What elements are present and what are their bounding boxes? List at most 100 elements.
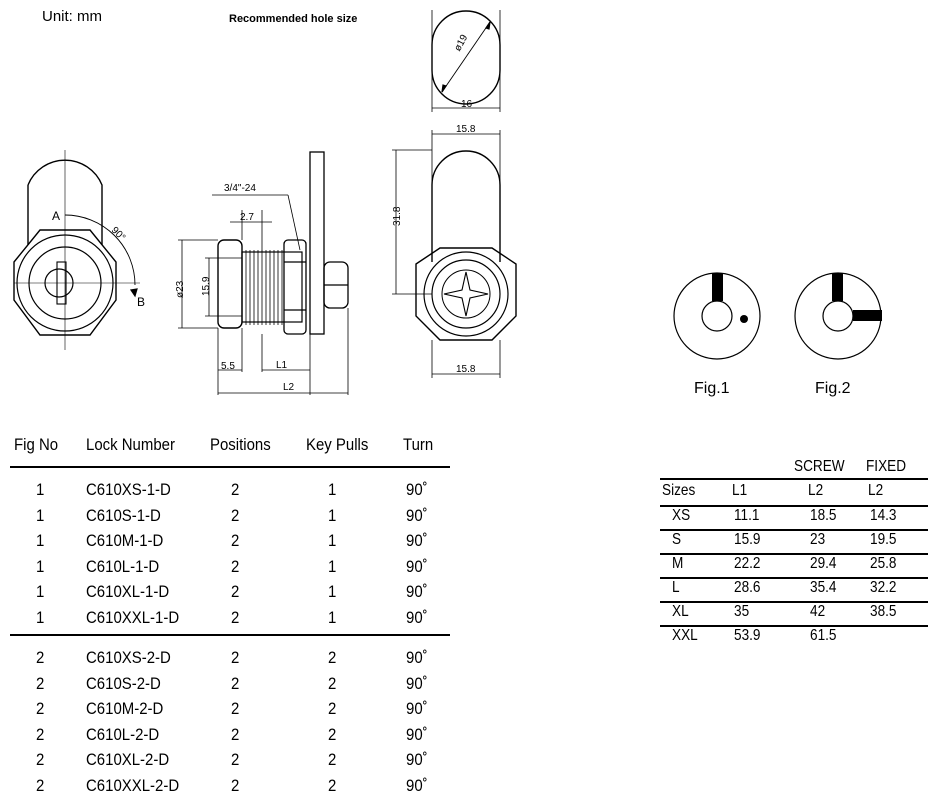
recommended-hole-label: Recommended hole size [229, 13, 358, 25]
fixed-header: FIXED [866, 458, 907, 475]
size-table-row-line [660, 625, 928, 627]
lock-number-cell: C610S-2-D [86, 673, 161, 693]
label-a: A [52, 209, 60, 223]
dim-l1-text: L1 [276, 360, 288, 371]
table-group-divider [10, 634, 450, 636]
lock-number-cell: C610M-2-D [86, 699, 164, 718]
l1-cell: 15.9 [734, 531, 761, 548]
l2-screw-cell: 42 [810, 603, 826, 620]
l2-screw-cell: 29.4 [810, 555, 837, 572]
key-pulls-cell: 1 [328, 607, 337, 627]
positions-cell: 2 [231, 582, 240, 601]
header-turn: Turn [403, 435, 434, 454]
fig1-label: Fig.1 [694, 380, 730, 397]
header-lock-number: Lock Number [86, 435, 175, 454]
lock-number-cell: C610XXL-1-D [86, 607, 180, 627]
lock-number-cell: C610XS-1-D [86, 480, 171, 499]
fig-no-cell: 1 [36, 607, 45, 627]
fig-no-cell: 2 [36, 775, 45, 795]
key-pulls-cell: 1 [328, 505, 337, 525]
size-cell: S [672, 531, 682, 548]
size-table-top-line [660, 478, 928, 480]
fig-no-cell: 1 [36, 582, 45, 601]
l1-cell: 28.6 [734, 579, 761, 596]
turn-cell: 90˚ [406, 531, 428, 550]
screw-header: SCREW [794, 458, 845, 475]
fig-no-cell: 2 [36, 673, 45, 693]
turn-cell: 90˚ [406, 775, 428, 795]
side-view: 3/4"-24 2.7 ø23 15.9 5.5 L1 L2 [175, 151, 349, 395]
l1-header: L1 [732, 482, 748, 499]
turn-cell: 90˚ [406, 724, 428, 744]
lock-number-cell: C610L-1-D [86, 556, 160, 576]
turn-cell: 90˚ [406, 673, 428, 693]
fig2-diagram [794, 272, 882, 360]
size-cell: XS [672, 507, 691, 524]
lock-number-cell: C610XS-2-D [86, 648, 171, 667]
width-15-8-bottom-text: 15.8 [456, 364, 476, 375]
fig-no-cell: 1 [36, 505, 45, 525]
l1-cell: 35 [734, 603, 750, 620]
key-pulls-cell: 1 [328, 480, 337, 499]
height-31-8-text: 31.8 [392, 206, 403, 226]
key-pulls-cell: 2 [328, 699, 337, 718]
positions-cell: 2 [231, 648, 240, 667]
l1-cell: 11.1 [734, 507, 760, 524]
positions-cell: 2 [231, 556, 240, 576]
header-positions: Positions [210, 435, 271, 454]
size-table-row-line [660, 553, 928, 555]
l2-fixed-cell: 32.2 [870, 579, 897, 596]
turn-cell: 90˚ [406, 480, 428, 499]
key-pulls-cell: 2 [328, 673, 337, 693]
key-pulls-cell: 1 [328, 556, 337, 576]
lock-number-cell: C610S-1-D [86, 505, 161, 525]
back-view: 15.8 31.8 15.8 [392, 124, 517, 378]
positions-cell: 2 [231, 505, 240, 525]
positions-cell: 2 [231, 673, 240, 693]
l2-fixed-cell: 38.5 [870, 603, 897, 620]
key-pulls-cell: 2 [328, 775, 337, 795]
l2-screw-cell: 35.4 [810, 579, 837, 596]
l2-screw-header: L2 [808, 482, 824, 499]
lock-number-cell: C610M-1-D [86, 531, 164, 550]
l2-fixed-cell: 19.5 [870, 531, 897, 548]
turn-cell: 90˚ [406, 699, 428, 718]
width-15-8-top-text: 15.8 [456, 124, 476, 135]
sizes-header: Sizes [662, 482, 696, 499]
unit-label: Unit: mm [42, 8, 102, 25]
l2-screw-cell: 18.5 [810, 507, 837, 524]
fig2-label: Fig.2 [815, 380, 851, 397]
dim-15-9-text: 15.9 [201, 276, 212, 296]
angle-text: 90° [109, 225, 127, 243]
turn-cell: 90˚ [406, 607, 428, 627]
fig1-diagram [673, 272, 761, 360]
lock-number-cell: C610L-2-D [86, 724, 160, 744]
l2-fixed-header: L2 [868, 482, 884, 499]
turn-cell: 90˚ [406, 505, 428, 525]
technical-drawing: ø19 16 A B 90° [13, 10, 882, 397]
key-pulls-cell: 1 [328, 582, 337, 601]
positions-cell: 2 [231, 531, 240, 550]
size-table-row-line [660, 601, 928, 603]
key-pulls-cell: 2 [328, 750, 337, 769]
header-key-pulls: Key Pulls [306, 435, 369, 454]
turn-cell: 90˚ [406, 582, 428, 601]
header-fig-no: Fig No [14, 435, 59, 454]
fig-no-cell: 1 [36, 531, 45, 550]
dim-2-7-text: 2.7 [240, 212, 254, 223]
size-table-row-line [660, 505, 928, 507]
positions-cell: 2 [231, 699, 240, 718]
lock-number-cell: C610XL-1-D [86, 582, 170, 601]
fig-no-cell: 2 [36, 724, 45, 744]
hole-diameter-text: ø19 [452, 33, 470, 54]
l2-fixed-cell: 25.8 [870, 555, 897, 572]
dim-5-5-text: 5.5 [221, 361, 235, 372]
label-b: B [137, 295, 145, 309]
dim-23-text: ø23 [175, 280, 186, 298]
key-pulls-cell: 2 [328, 724, 337, 744]
turn-cell: 90˚ [406, 648, 428, 667]
positions-cell: 2 [231, 607, 240, 627]
positions-cell: 2 [231, 480, 240, 499]
turn-cell: 90˚ [406, 750, 428, 769]
size-cell: XXL [672, 627, 698, 644]
